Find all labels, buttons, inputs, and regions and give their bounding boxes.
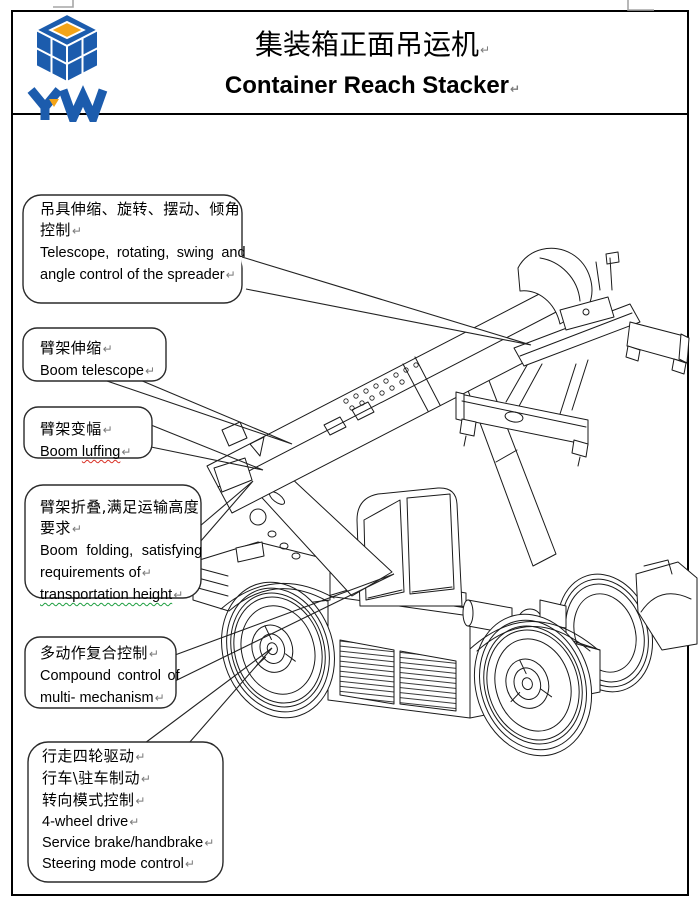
callout-zh-line: 臂架折叠,满足运输高度 [40,498,200,516]
paragraph-mark: ↵ [204,836,215,850]
wheel-front-icon [221,581,335,719]
callout-bubble-spreader-control [22,194,243,304]
page-border [11,10,689,896]
leader-line-boom-folding [199,480,254,543]
callout-text-boom-folding: 臂架折叠,满足运输高度 要求↵ Boom folding, satisfying… [40,497,203,606]
callout-bubble-compound-control [24,636,177,709]
paragraph-mark: ↵ [135,794,146,808]
callout-en-line: 4-wheel drive↵ [42,814,140,830]
callout-en-line: Compound control of [40,668,180,684]
callout-en-line: angle control of the spreader↵ [40,267,236,283]
callout-en-line: requirements of↵ [40,565,152,581]
callout-zh-line: 控制↵ [40,221,83,239]
callout-bubble-boom-luffing [23,406,153,459]
callout-zh-line: 多动作复合控制↵ [40,644,160,662]
leader-line-drive-brake [144,647,273,744]
callout-zh-line: 要求↵ [40,519,83,537]
leader-line-boom-luffing [150,424,264,471]
logo-yw-letters [27,85,108,122]
callout-bubbles [22,194,243,883]
paragraph-mark: ↵ [144,364,156,378]
callout-bubble-boom-telescope [22,327,167,382]
logo-cube-icon [33,12,101,84]
paragraph-mark: ↵ [135,750,146,764]
callout-zh-line: 臂架伸缩↵ [40,339,114,357]
leader-line-compound-control [174,573,395,682]
callout-zh-line: 转向模式控制↵ [42,791,146,809]
callout-en-line: Service brake/handbrake↵ [42,835,215,851]
machine-drawing [192,247,698,757]
paragraph-mark: ↵ [102,342,114,356]
paragraph-mark: ↵ [148,647,160,661]
paragraph-mark: ↵ [140,772,152,786]
callout-zh-line: 臂架变幅↵ [40,420,114,438]
boom [206,290,586,514]
paragraph-mark: ↵ [121,445,132,459]
callout-text-boom-telescope: 臂架伸缩↵ Boom telescope↵ [40,338,160,382]
callout-text-compound-control: 多动作复合控制↵ Compound control of multi- mech… [40,643,180,709]
callout-en-line: Steering mode control↵ [42,856,195,872]
callout-text-drive-brake: 行走四轮驱动↵ 行车\驻车制动↵ 转向模式控制↵ 4-wheel drive↵ … [42,746,218,875]
cab [356,487,463,607]
misspelled-word: luffing [81,444,121,460]
paragraph-mark: ↵ [129,815,140,829]
header-divider [13,113,687,115]
paragraph-mark: ↵ [71,224,83,238]
paragraph-mark: ↵ [102,423,114,437]
page-title-zh: 集装箱正面吊运机↵ [254,28,491,61]
yw-logo [27,12,108,122]
paragraph-mark: ↵ [225,268,236,282]
callout-en-line: Telescope, rotating, swing and [40,245,246,261]
page-title-en: Container Reach Stacker↵ [224,72,521,99]
paragraph-mark: ↵ [173,588,184,602]
paragraph-mark: ↵ [510,82,521,96]
callout-bubble-boom-folding [24,484,202,599]
callout-en-line: transportation height↵ [40,584,198,606]
leader-lines [103,379,395,744]
callout-en-line: multi- mechanism↵ [40,690,165,706]
grammar-flagged-words: transportation height [40,587,173,603]
callout-en-line: Boom folding, satisfying [40,543,203,559]
paragraph-mark: ↵ [479,43,491,57]
callout-bubble-drive-brake [27,741,224,883]
paragraph-mark: ↵ [154,691,165,705]
wheel-fenders [220,582,598,652]
callout-en-line: Boom telescope↵ [40,363,156,379]
callout-zh-line: 行车\驻车制动↵ [42,769,152,787]
callout-zh-line: 吊具伸缩、旋转、摆动、倾角 [40,200,241,218]
leader-line-spreader-control [240,255,532,346]
energy-chain [343,362,419,411]
paragraph-mark: ↵ [184,857,195,871]
margin-marks [53,0,654,11]
leader-line-boom-telescope [103,379,293,445]
wheel-rear-icon [473,613,593,757]
callout-text-spreader-control: 吊具伸缩、旋转、摆动、倾角 控制↵ Telescope, rotating, s… [40,199,246,286]
rear-counterweight [635,559,698,651]
paragraph-mark: ↵ [71,522,83,536]
paragraph-mark: ↵ [141,566,152,580]
spreader [455,247,690,467]
callout-zh-line: 行走四轮驱动↵ [42,747,146,765]
